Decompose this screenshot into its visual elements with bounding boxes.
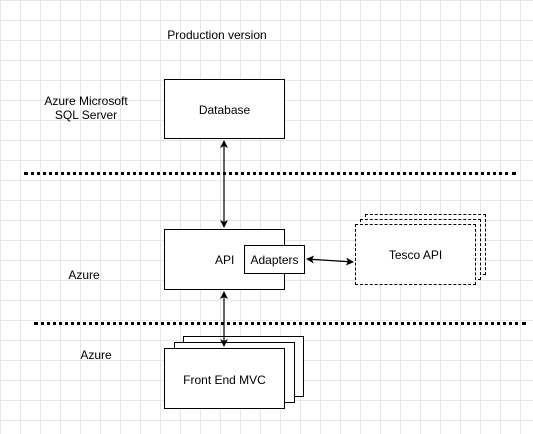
tier-separator-bottom [34,322,526,325]
adapters-label: Adapters [250,253,299,267]
diagram-title: Production version [167,28,267,42]
tesco-api-label: Tesco API [388,248,443,262]
database-node[interactable]: Database [164,79,285,139]
front-end-label: Front End MVC [183,373,266,387]
connector-adapters-tesco [306,255,354,266]
database-label: Database [198,103,251,117]
api-label: API [215,253,235,267]
adapters-node[interactable]: Adapters [244,245,305,274]
tier-label-data: Azure Microsoft SQL Server [44,94,128,122]
tier-label-frontend: Azure [80,348,112,362]
front-end-node[interactable]: Front End MVC [164,348,285,409]
tier-label-api: Azure [68,268,100,282]
tier-separator-top [24,172,516,175]
tesco-api-node[interactable]: Tesco API [355,224,476,285]
